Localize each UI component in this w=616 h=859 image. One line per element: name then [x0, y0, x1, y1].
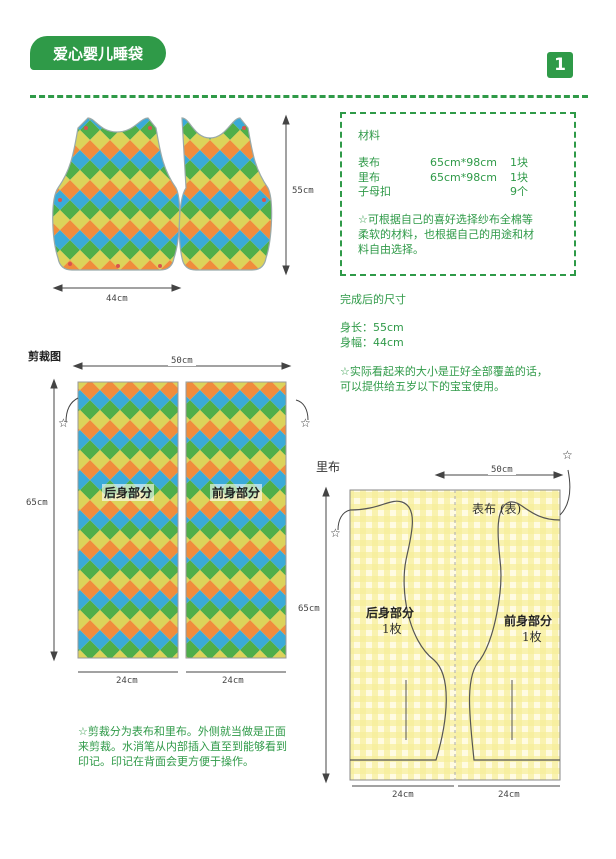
instruction-line: 来剪裁。水消笔从内部插入直至到能够看到: [78, 740, 287, 753]
header-divider: [30, 95, 588, 98]
sleeping-bag-front: [178, 117, 273, 271]
snap-dots: [58, 126, 266, 268]
materials-box: [340, 112, 576, 276]
material-size: 65cm*98cm: [430, 156, 498, 169]
materials-note: 料自由选择。: [358, 243, 424, 256]
back-pattern-line: [349, 500, 447, 761]
cut-panel-back: [77, 381, 179, 659]
pattern-back-count: 1枚: [382, 622, 402, 636]
star-marker: ☆: [58, 416, 69, 430]
material-name: 里布: [358, 171, 380, 184]
cut-height: 65cm: [26, 498, 48, 508]
pattern-front-label: 前身部分: [504, 614, 553, 628]
materials-note: ☆可根据自己的喜好选择纱布全棉等: [358, 213, 533, 226]
top-height-label: 55cm: [292, 186, 314, 196]
instruction-line: ☆剪裁分为表布和里布。外侧就当做是正面: [78, 725, 286, 738]
finished-note: ☆实际看起来的大小是正好全部覆盖的话，: [340, 365, 548, 378]
cut-piece-width: 24cm: [222, 676, 244, 686]
material-qty: 9个: [510, 185, 528, 198]
outer-fabric-label: 表布 (表): [472, 502, 522, 516]
pattern-back-label: 后身部分: [366, 606, 415, 620]
cut-total-width: 50cm: [168, 356, 196, 366]
star-marker: ☆: [300, 416, 311, 430]
pattern-piece-width: 24cm: [392, 790, 414, 800]
cut-piece-width: 24cm: [116, 676, 138, 686]
instruction-line: 印记。印记在背面会更方便于操作。: [78, 755, 254, 768]
materials-heading: 材料: [358, 129, 380, 142]
finished-note: 可以提供给五岁以下的宝宝使用。: [340, 380, 505, 393]
material-qty: 1块: [510, 156, 528, 169]
star-marker: ☆: [562, 448, 573, 462]
cut-panel-front: [185, 381, 287, 659]
page-number-badge: 1: [547, 52, 573, 78]
finished-size-heading: 完成后的尺寸: [340, 293, 406, 306]
cutting-heading: 剪裁图: [28, 350, 61, 363]
finished-length: 身长：55cm: [340, 321, 404, 334]
finished-width: 身幅：44cm: [340, 336, 404, 349]
star-marker: ☆: [330, 526, 341, 540]
material-name: 子母扣: [358, 185, 391, 198]
pattern-piece-width: 24cm: [498, 790, 520, 800]
front-pattern-line: [468, 501, 561, 761]
material-qty: 1块: [510, 171, 528, 184]
material-name: 表布: [358, 156, 380, 169]
lining-label: 里布: [316, 460, 341, 474]
top-width-label: 44cm: [106, 294, 128, 304]
pattern-height: 65cm: [298, 604, 320, 614]
pattern-total-width: 50cm: [488, 465, 516, 475]
page-title: 爱心婴儿睡袋: [30, 36, 166, 70]
pattern-front-count: 1枚: [522, 630, 542, 644]
cut-front-label: 前身部分: [210, 484, 263, 501]
materials-note: 柔软的材料，也根据自己的用途和材: [358, 228, 534, 241]
sleeping-bag-back: [52, 117, 181, 271]
cut-back-label: 后身部分: [102, 484, 155, 501]
material-size: 65cm*98cm: [430, 171, 498, 184]
